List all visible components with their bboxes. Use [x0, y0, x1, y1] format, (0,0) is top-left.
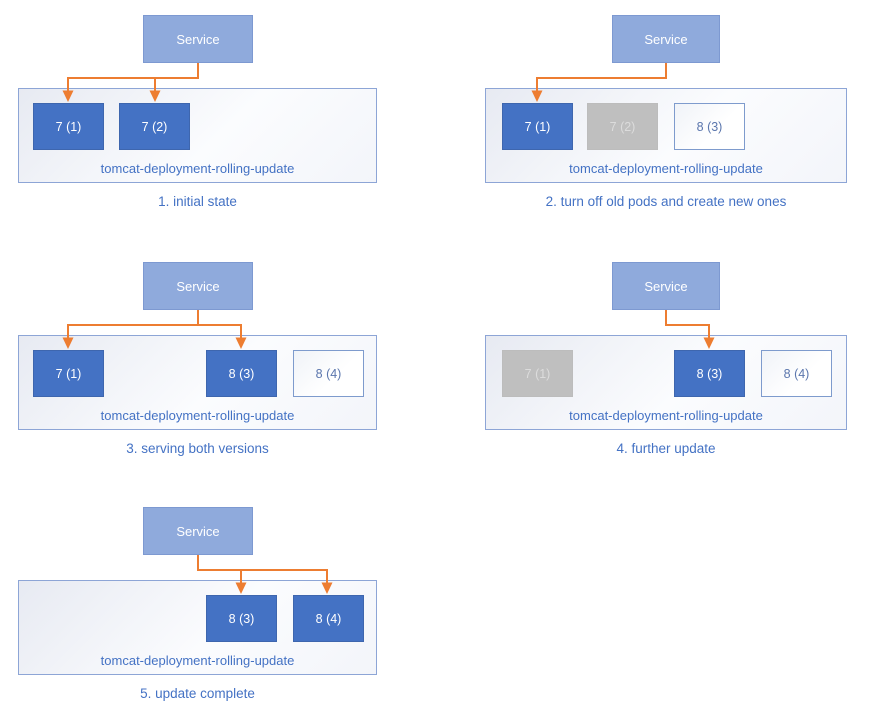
deployment-label: tomcat-deployment-rolling-update — [569, 408, 763, 423]
deployment-box: 7 (1) 7 (2) 8 (3) tomcat-deployment-roll… — [485, 88, 847, 183]
deployment-label: tomcat-deployment-rolling-update — [100, 161, 295, 176]
service-box: Service — [612, 15, 720, 63]
arrow-line — [197, 555, 328, 583]
arrow-line — [536, 63, 667, 91]
pod: 7 (1) — [33, 350, 104, 397]
service-box: Service — [143, 262, 253, 310]
pod: 7 (1) — [502, 350, 573, 397]
service-box: Service — [143, 15, 253, 63]
panel-caption: 1. initial state — [158, 194, 237, 209]
deployment-label: tomcat-deployment-rolling-update — [100, 408, 295, 423]
deployment-label: tomcat-deployment-rolling-update — [100, 653, 295, 668]
panel-caption: 4. further update — [616, 441, 716, 456]
arrow-line — [665, 310, 710, 338]
panel-turn-off-old-pods: Service 7 (1) 7 (2) 8 (3) tomcat-deploym… — [435, 0, 870, 240]
deployment-box: 7 (1) 7 (2) tomcat-deployment-rolling-up… — [18, 88, 377, 183]
panel-caption: 5. update complete — [140, 686, 255, 701]
pod: 8 (3) — [674, 103, 745, 150]
panel-caption: 2. turn off old pods and create new ones — [545, 194, 787, 209]
panel-caption: 3. serving both versions — [126, 441, 269, 456]
pod: 8 (3) — [674, 350, 745, 397]
pod: 7 (1) — [502, 103, 573, 150]
pod: 7 (2) — [119, 103, 190, 150]
pod: 7 (2) — [587, 103, 658, 150]
service-box: Service — [143, 507, 253, 555]
pod: 7 (1) — [33, 103, 104, 150]
panel-initial-state: Service 7 (1) 7 (2) tomcat-deployment-ro… — [0, 0, 435, 240]
deployment-label: tomcat-deployment-rolling-update — [569, 161, 763, 176]
deployment-box: 7 (1) 8 (3) 8 (4) tomcat-deployment-roll… — [18, 335, 377, 430]
deployment-box: 8 (3) 8 (4) tomcat-deployment-rolling-up… — [18, 580, 377, 675]
arrow-line — [67, 63, 199, 91]
panel-further-update: Service 7 (1) 8 (3) 8 (4) tomcat-deploym… — [435, 247, 870, 487]
service-box: Service — [612, 262, 720, 310]
panel-update-complete: Service 8 (3) 8 (4) tomcat-deployment-ro… — [0, 492, 435, 718]
pod: 8 (4) — [293, 350, 364, 397]
deployment-box: 7 (1) 8 (3) 8 (4) tomcat-deployment-roll… — [485, 335, 847, 430]
pod: 8 (3) — [206, 595, 277, 642]
pod: 8 (4) — [293, 595, 364, 642]
panel-serving-both-versions: Service 7 (1) 8 (3) 8 (4) tomcat-deploym… — [0, 247, 435, 487]
pod: 8 (3) — [206, 350, 277, 397]
pod: 8 (4) — [761, 350, 832, 397]
